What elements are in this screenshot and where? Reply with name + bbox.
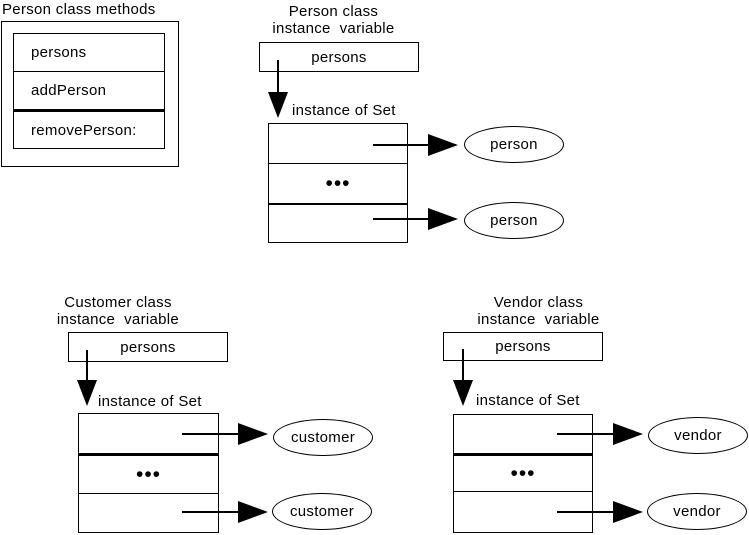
vendor-set-box: ••• (453, 414, 593, 533)
customer-set-box: ••• (78, 413, 219, 533)
customer-down-arrow-line (86, 350, 88, 382)
ellipsis-dots: ••• (510, 461, 536, 485)
class-label-line1: Vendor class (493, 294, 584, 311)
customer-instance-ellipse: customer (273, 419, 373, 456)
vendor-pointer-line (557, 433, 613, 435)
person-right-arrowhead-icon (428, 208, 458, 230)
person-set-label: instance of Set (292, 102, 396, 119)
class-label-line2: instance variable (56, 311, 180, 328)
vendor-instance-ellipse: vendor (648, 417, 748, 454)
class-label-line1: Person class (288, 3, 379, 20)
methods-table: persons addPerson removePerson: (13, 33, 165, 149)
customer-right-arrowhead-icon (238, 423, 268, 445)
vendor-set-label: instance of Set (476, 392, 580, 409)
class-label-line2: instance variable (477, 311, 600, 328)
set-slot: ••• (79, 456, 218, 493)
vendor-right-arrowhead-icon (613, 501, 643, 523)
vendor-down-arrow-line (462, 349, 464, 382)
slot-divider (269, 163, 407, 164)
customer-set-label: instance of Set (98, 393, 202, 410)
customer-instance-ellipse: customer (272, 493, 372, 530)
person-instance-ellipse: person (464, 202, 564, 239)
person-set-box: ••• (268, 123, 408, 243)
person-pointer-line (373, 144, 429, 146)
customer-right-arrowhead-icon (238, 501, 268, 523)
method-row: persons (31, 44, 87, 61)
ellipsis-dots: ••• (135, 462, 162, 486)
vendor-variable-box: persons (443, 332, 603, 361)
method-row: addPerson (31, 82, 107, 99)
class-label-line2: instance variable (272, 20, 395, 37)
person-right-arrowhead-icon (428, 134, 458, 156)
row-divider-thick (14, 109, 164, 112)
row-divider (14, 71, 164, 72)
class-label-line1: Customer class (64, 294, 172, 311)
vendor-class-label: Vendor class instance variable (450, 294, 627, 328)
set-slot: ••• (454, 456, 592, 491)
vendor-instance-ellipse: vendor (647, 493, 747, 530)
slot-divider-thick (454, 453, 592, 456)
set-slot (269, 205, 407, 242)
vendor-down-arrowhead-icon (453, 380, 473, 406)
customer-class-label: Customer class instance variable (30, 294, 206, 328)
set-slot (79, 494, 218, 532)
slot-divider-thick (79, 453, 218, 456)
vendor-right-arrowhead-icon (613, 423, 643, 445)
method-row: removePerson: (31, 121, 137, 139)
customer-pointer-line (182, 433, 238, 435)
vendor-pointer-line (557, 511, 613, 513)
slot-divider (79, 493, 218, 494)
slot-divider-thick (269, 203, 407, 205)
person-pointer-line (373, 218, 429, 220)
ellipsis-dots: ••• (325, 171, 351, 195)
person-instance-ellipse: person (464, 126, 564, 163)
person-down-arrowhead-icon (268, 92, 288, 118)
set-slot: ••• (269, 164, 407, 203)
customer-down-arrowhead-icon (77, 380, 97, 406)
customer-variable-box: persons (68, 332, 228, 362)
slot-divider (454, 491, 592, 492)
customer-pointer-line (182, 511, 238, 513)
person-class-label: Person class instance variable (240, 3, 427, 37)
person-variable-box: persons (259, 42, 419, 72)
person-down-arrow-line (277, 60, 279, 92)
methods-panel-title: Person class methods (2, 1, 156, 18)
